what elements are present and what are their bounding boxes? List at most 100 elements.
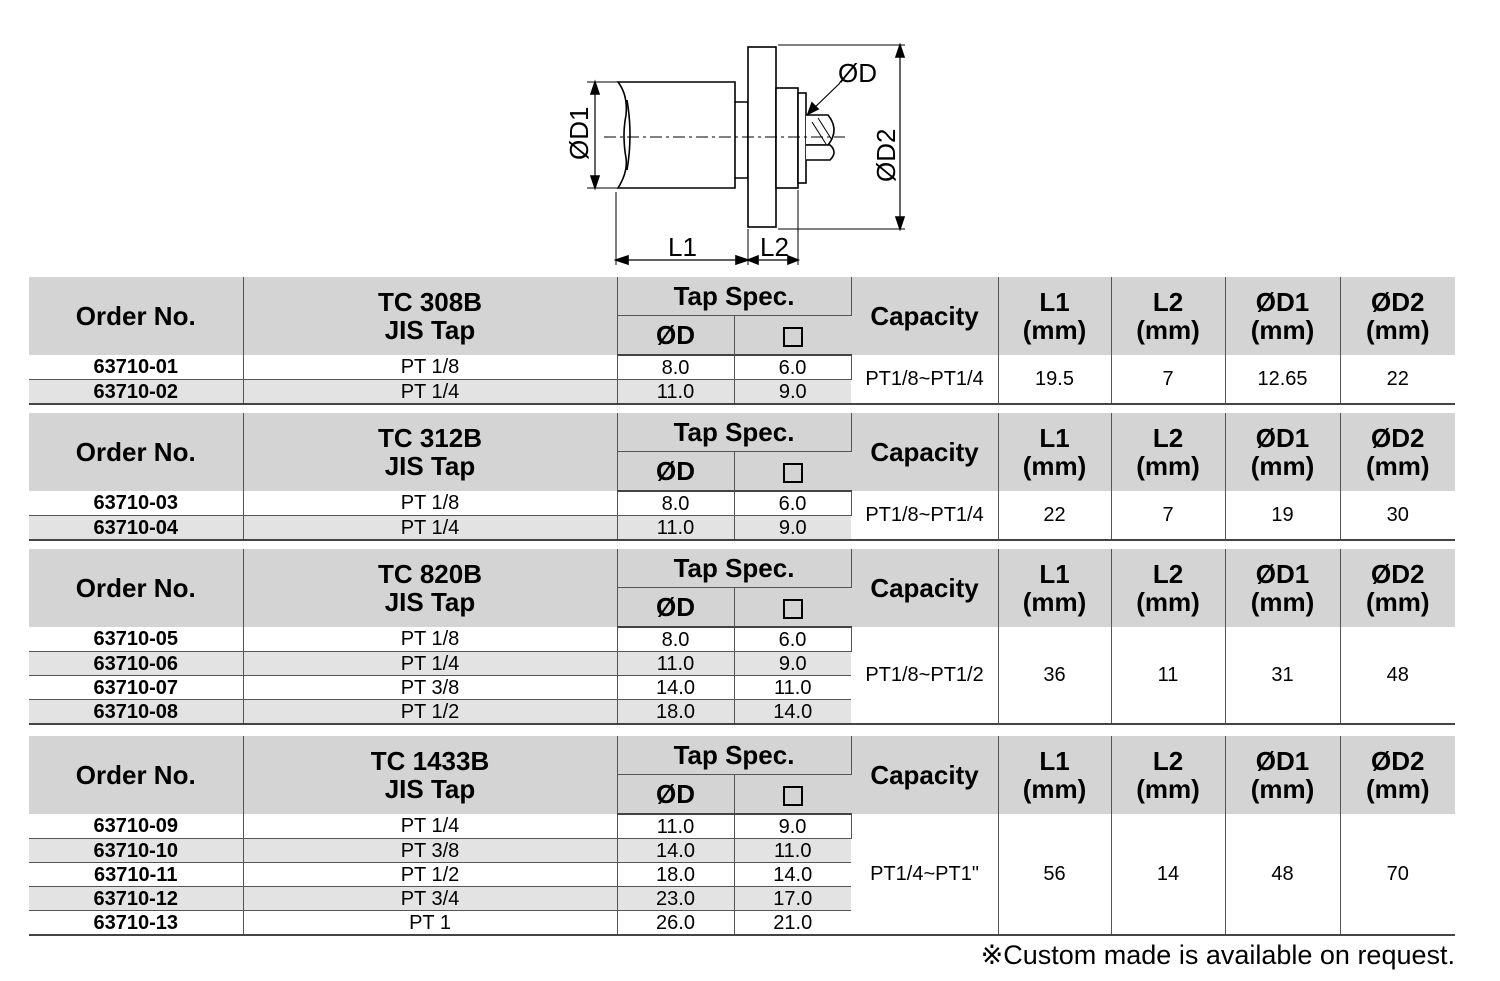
tap-size: PT 1/4 [243,379,618,405]
phi-d-header: ØD [617,315,735,356]
tap-square: 9.0 [734,515,852,541]
order-no: 63710-11 [29,862,244,887]
order-no: 63710-10 [29,838,244,863]
order-no: 63710-12 [29,886,244,911]
model-name: TC 1433B [370,746,490,776]
tap-size: PT 1/2 [243,699,618,725]
tap-diameter: 14.0 [617,675,735,700]
tap-square: 14.0 [734,699,852,725]
square-header [734,774,852,815]
tap-collet-diagram: ØD L1 L2 ØD1 ØD2 [564,42,906,266]
tap-size: PT 1/2 [243,862,618,887]
tap-diameter: 18.0 [617,862,735,887]
model-name: TC 308B [377,287,483,317]
l1-value: 56 [998,814,1112,936]
l2-header: L2(mm) [1111,549,1226,627]
tap-spec-header: Tap Spec. [617,277,852,316]
d1-value: 12.65 [1225,355,1341,405]
order-no-header: Order No. [29,413,244,491]
square-icon [782,786,803,807]
square-icon [782,327,803,348]
phi-d-header: ØD [617,587,735,628]
tap-diameter: 8.0 [617,627,735,652]
tap-square: 9.0 [734,379,852,405]
tap-diameter: 11.0 [617,379,735,405]
model-name: TC 820B [377,559,483,589]
tap-size: PT 1/4 [243,814,618,839]
square-header [734,451,852,492]
tap-spec-header: Tap Spec. [617,413,852,452]
l2-value: 7 [1111,491,1226,541]
phi-d-header: ØD [617,774,735,815]
label-d1: ØD1 [564,107,594,160]
tap-diameter: 8.0 [617,491,735,516]
tap-size: PT 1/8 [243,491,618,516]
tap-spec-header: Tap Spec. [617,736,852,775]
tap-size: PT 1/8 [243,627,618,652]
capacity-header: Capacity [851,413,999,491]
tap-size: PT 1/4 [243,515,618,541]
capacity-header: Capacity [851,549,999,627]
tap-size: PT 3/4 [243,886,618,911]
tap-square: 6.0 [734,355,852,380]
tap-square: 21.0 [734,910,852,936]
order-no: 63710-05 [29,627,244,652]
tap-square: 11.0 [734,838,852,863]
l2-value: 11 [1111,627,1226,725]
square-icon [782,599,803,620]
tap-diameter: 18.0 [617,699,735,725]
l1-header: L1(mm) [998,549,1112,627]
d2-header: ØD2(mm) [1340,277,1456,355]
tap-square: 6.0 [734,627,852,652]
label-d2: ØD2 [871,129,901,182]
order-no: 63710-09 [29,814,244,839]
capacity-value: PT1/8~PT1/2 [851,627,999,725]
tap-square: 9.0 [734,651,852,676]
order-no-header: Order No. [29,736,244,814]
d1-value: 19 [1225,491,1341,541]
order-no: 63710-07 [29,675,244,700]
tap-square: 9.0 [734,814,852,839]
d2-header: ØD2(mm) [1340,549,1456,627]
tap-square: 11.0 [734,675,852,700]
square-header [734,587,852,628]
l2-header: L2(mm) [1111,277,1226,355]
order-no: 63710-04 [29,515,244,541]
tap-diameter: 23.0 [617,886,735,911]
order-no: 63710-13 [29,910,244,936]
square-header [734,315,852,356]
order-no-header: Order No. [29,549,244,627]
d1-header: ØD1(mm) [1225,736,1341,814]
l2-value: 7 [1111,355,1226,405]
l1-value: 22 [998,491,1112,541]
label-l2: L2 [760,232,789,262]
d1-value: 48 [1225,814,1341,936]
l2-value: 14 [1111,814,1226,936]
l2-header: L2(mm) [1111,736,1226,814]
tap-diameter: 14.0 [617,838,735,863]
model-name: TC 312B [377,423,483,453]
tap-square: 17.0 [734,886,852,911]
capacity-value: PT1/8~PT1/4 [851,355,999,405]
capacity-header: Capacity [851,277,999,355]
order-no: 63710-06 [29,651,244,676]
d2-header: ØD2(mm) [1340,736,1456,814]
